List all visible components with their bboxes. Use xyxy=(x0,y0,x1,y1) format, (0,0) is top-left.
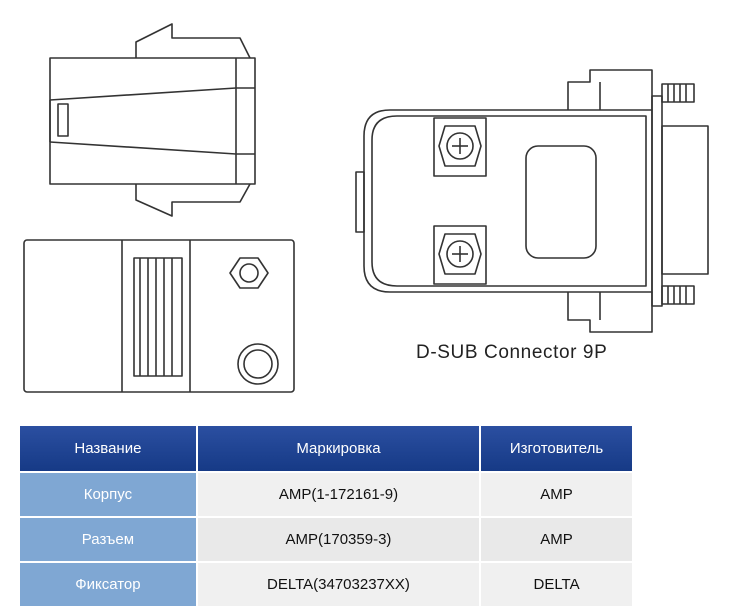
row-name-cell: Фиксатор xyxy=(20,563,196,606)
row-manufacturer-cell: AMP xyxy=(481,518,632,561)
dsub-connector-view xyxy=(355,69,709,333)
row-manufacturer-cell: DELTA xyxy=(481,563,632,606)
connector-top-view xyxy=(23,239,295,393)
column-header-name: Название xyxy=(20,426,196,471)
connector-drawings xyxy=(23,23,709,393)
table-row: Корпус AMP(1-172161-9) AMP xyxy=(20,473,632,516)
row-marking-cell: AMP(1-172161-9) xyxy=(197,473,480,516)
table-row: Разъем AMP(170359-3) AMP xyxy=(20,518,632,561)
row-manufacturer-cell: AMP xyxy=(481,473,632,516)
column-header-marking: Маркировка xyxy=(197,426,480,471)
row-marking-cell: DELTA(34703237XX) xyxy=(197,563,480,606)
table-header-row: Название Маркировка Изготовитель xyxy=(20,426,632,471)
row-name-cell: Корпус xyxy=(20,473,196,516)
table-row: Фиксатор DELTA(34703237XX) DELTA xyxy=(20,563,632,606)
row-marking-cell: AMP(170359-3) xyxy=(197,518,480,561)
diagram-caption: D-SUB Connector 9P xyxy=(416,342,608,363)
spec-table: Название Маркировка Изготовитель Корпус … xyxy=(18,424,634,608)
column-header-manufacturer: Изготовитель xyxy=(481,426,632,471)
latch-housing-side-view xyxy=(49,23,256,217)
row-name-cell: Разъем xyxy=(20,518,196,561)
